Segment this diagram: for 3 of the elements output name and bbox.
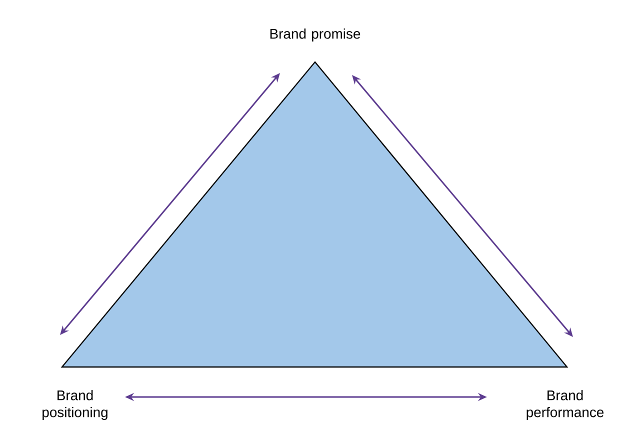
- node-label: Brand performance: [526, 390, 604, 420]
- node-label: Brand promise: [270, 28, 360, 42]
- node-label: Brand positioning: [42, 390, 108, 420]
